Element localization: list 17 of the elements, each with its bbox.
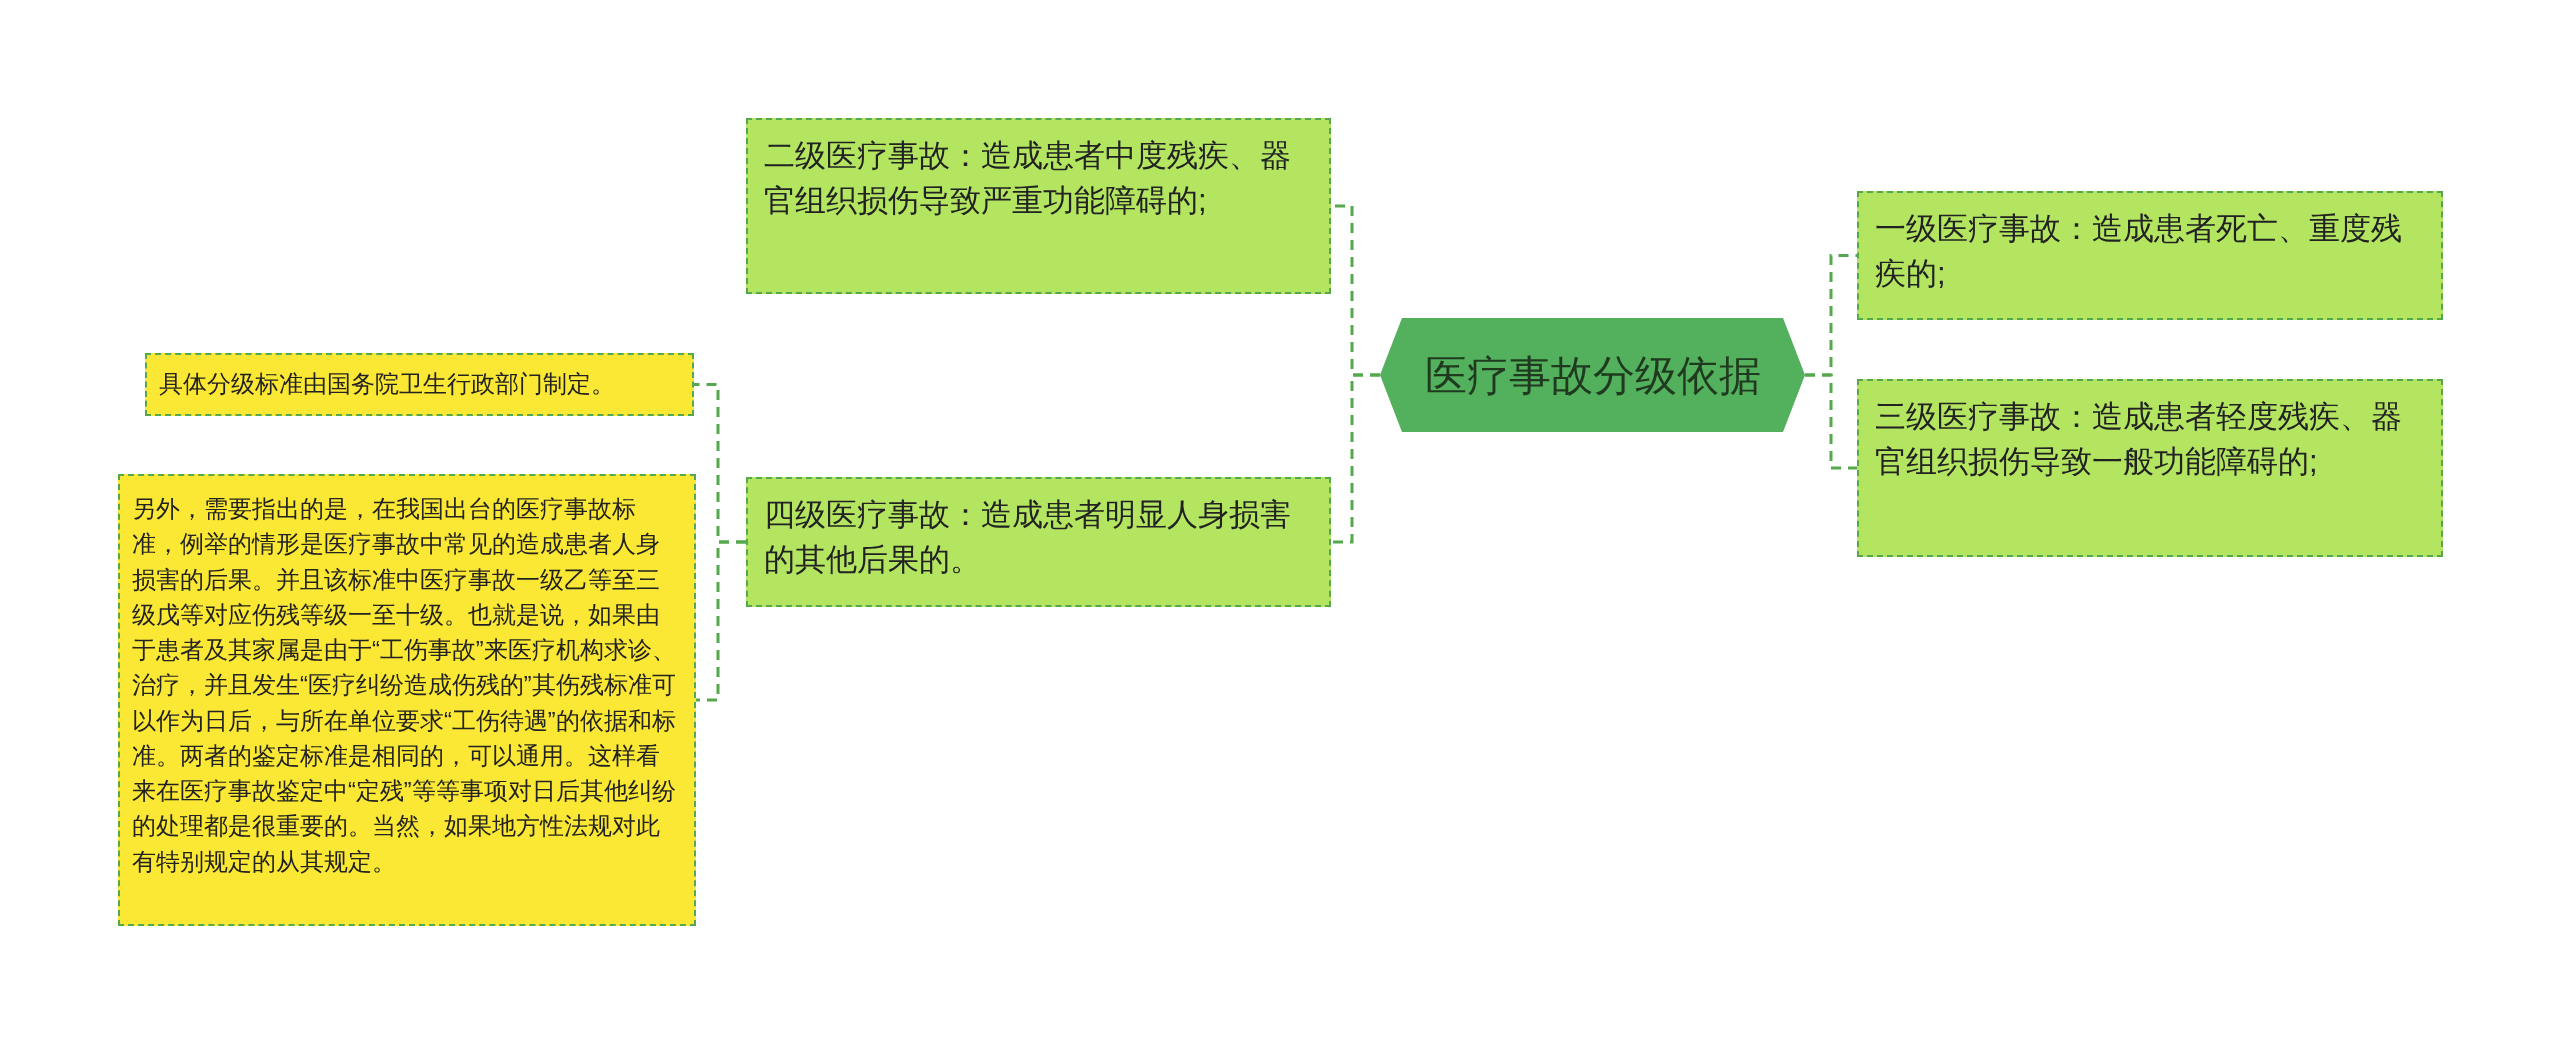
node-text: 四级医疗事故：造成患者明显人身损害的其他后果的。: [764, 496, 1292, 579]
topic-box: [746, 118, 1331, 294]
node-text: 另外，需要指出的是，在我国出台的医疗事故标准，例举的情形是医疗事故中常见的造成患者人身损害的后果。并且该标准中医疗事故一级乙等至三级戊等对应伤残等级一至十级。也就是说，如果由于患者及其家属是由于“工伤事故”来医疗机构求诊、治疗，并且发生“医疗纠纷造成伤残的”其伤残标准可以作为日后，与所在单位要求“工伤待遇”的依据和标准。两者的鉴定标准是相同的，可以通用。这样看来在医疗事故鉴定中“定残”等等事项对日后其他纠纷的处理都是很重要的。当然，如果地方性法规对此有特别规定的从其规定。: [132, 495, 677, 877]
connector-line: [696, 540, 746, 702]
topic-box: [118, 474, 696, 926]
connector-line: [1331, 373, 1380, 544]
node-text: 具体分级标准由国务院卫生行政部门制定。: [159, 369, 615, 399]
topic-hexagon: [1380, 318, 1805, 432]
node-text: 三级医疗事故：造成患者轻度残疾、器官组织损伤导致一般功能障碍的;: [1875, 398, 2403, 481]
node-text: 一级医疗事故：造成患者死亡、重度残疾的;: [1875, 210, 2403, 293]
topic-box: [1857, 191, 2443, 320]
node-text: 医疗事故分级依据: [1424, 350, 1761, 401]
topic-box: [145, 353, 694, 416]
connector-line: [1805, 373, 1857, 470]
topic-box: [746, 477, 1331, 607]
node-text: 二级医疗事故：造成患者中度残疾、器官组织损伤导致严重功能障碍的;: [764, 137, 1292, 220]
topic-box: [1857, 379, 2443, 557]
